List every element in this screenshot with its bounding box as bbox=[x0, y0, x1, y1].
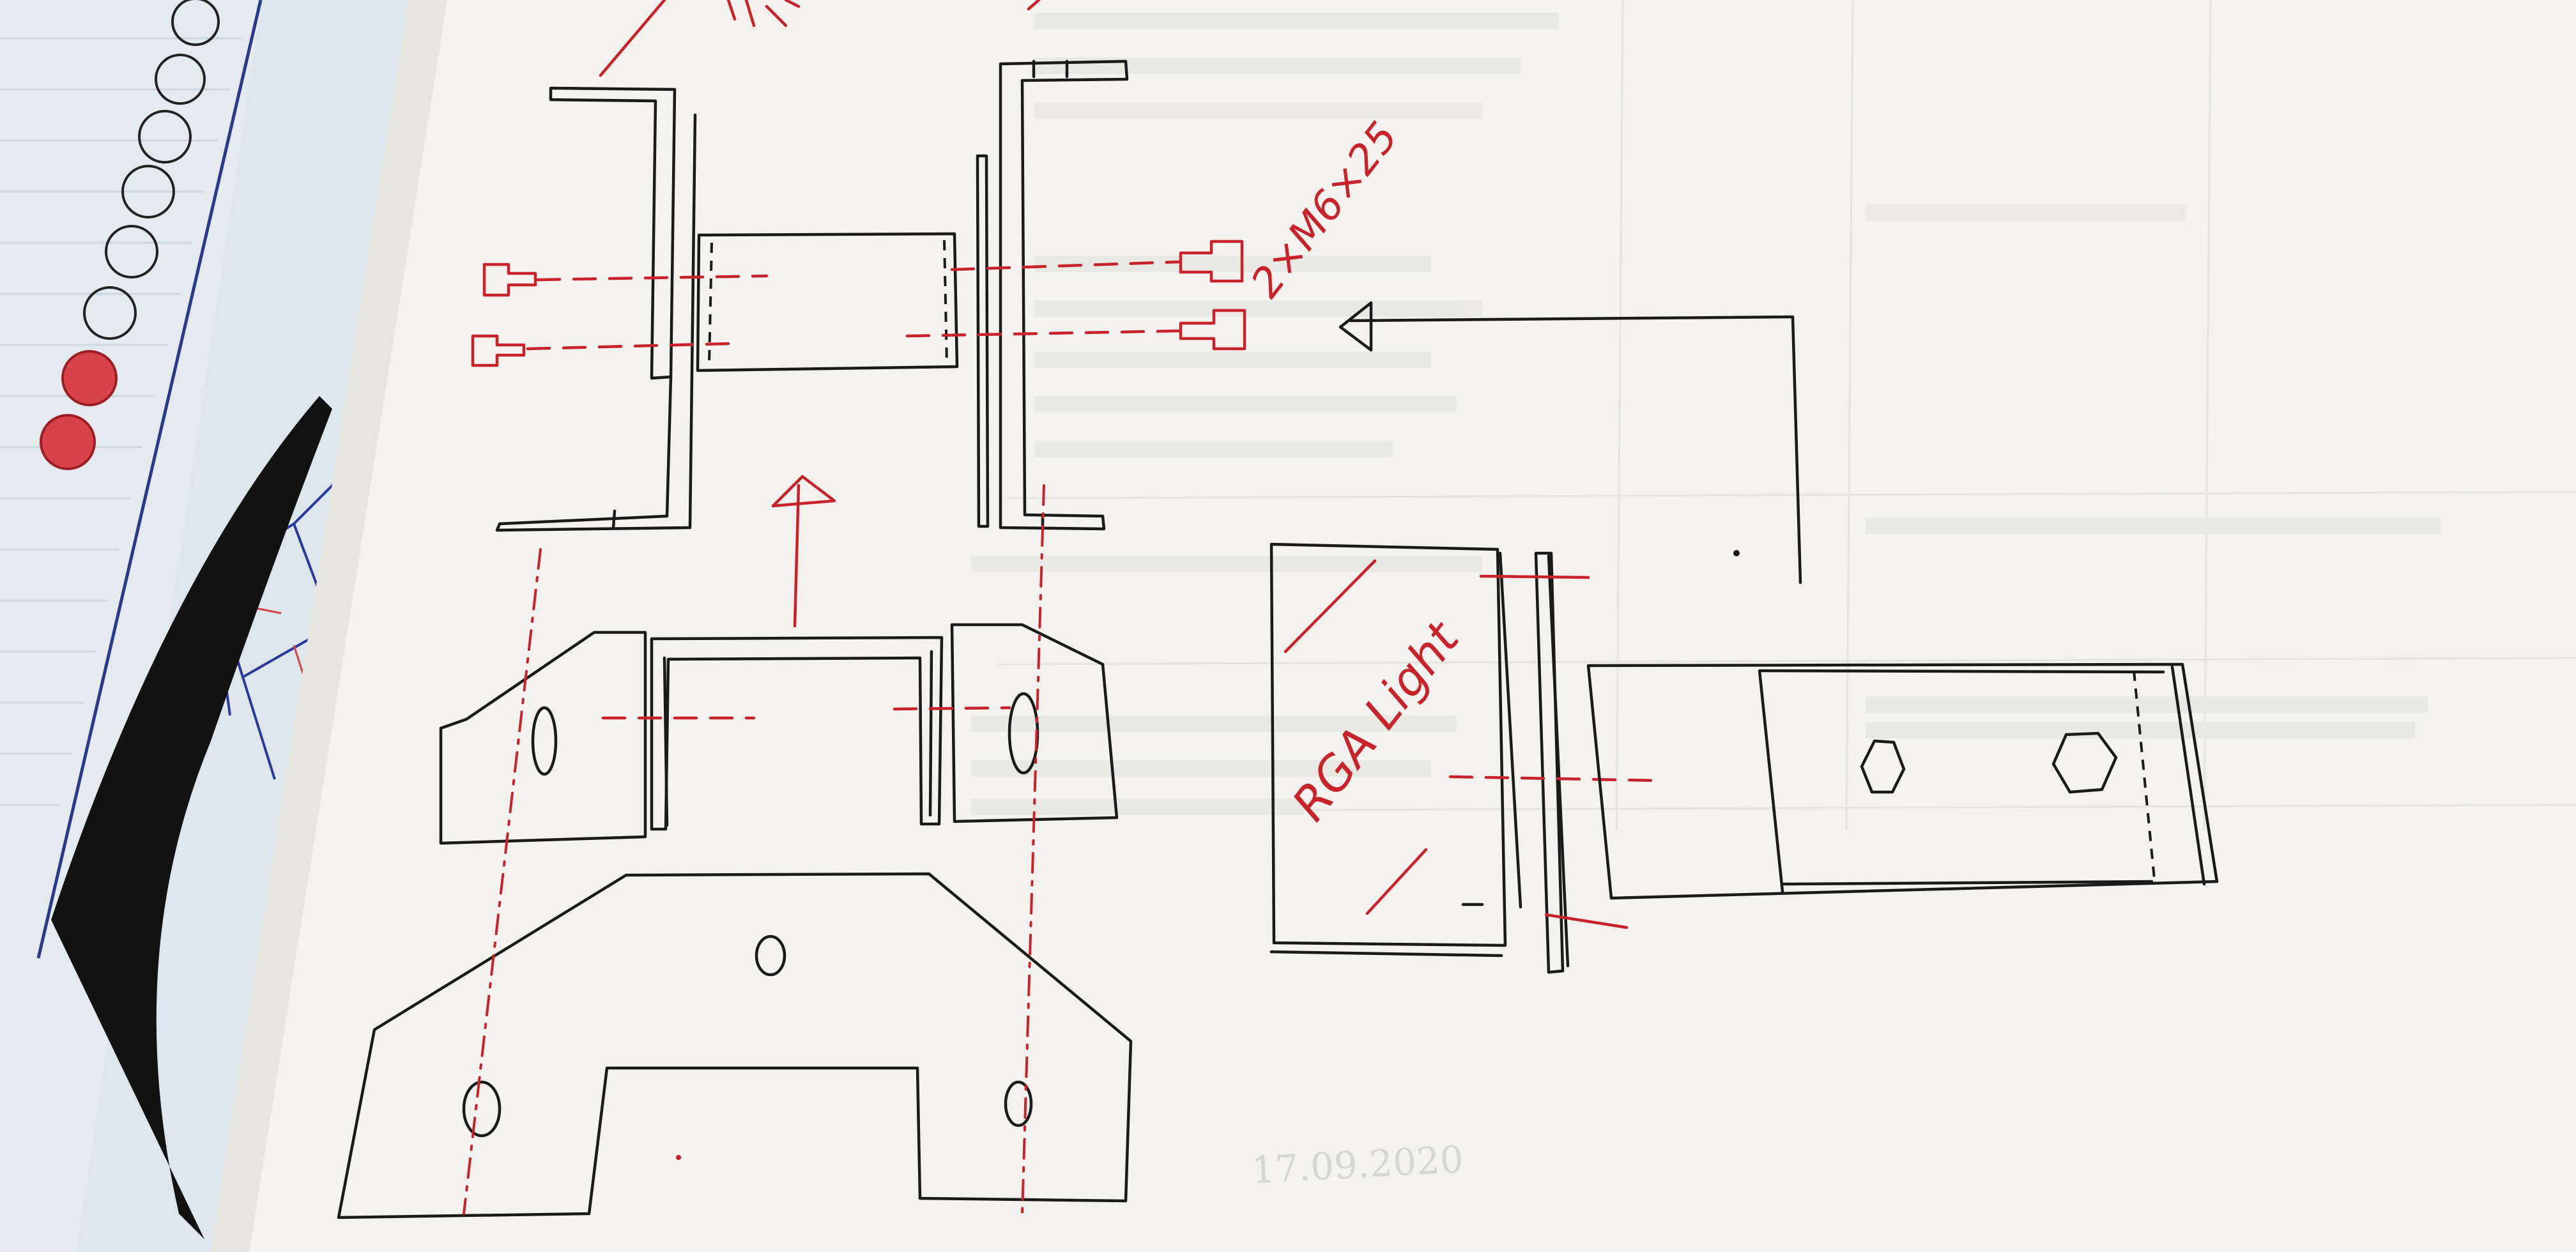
form-text-block bbox=[971, 715, 1457, 732]
paper-edge-shadow bbox=[211, 0, 447, 1252]
side-view-assembly bbox=[471, 0, 1246, 532]
pointer-line bbox=[1349, 315, 1802, 584]
center-block-hidden-edge bbox=[943, 240, 948, 365]
form-text-block bbox=[1035, 13, 1559, 29]
housing-hole-left bbox=[1860, 739, 1906, 794]
up-arrow-shaft bbox=[793, 484, 801, 628]
notebook-margin-line bbox=[36, 0, 263, 959]
form-text-block bbox=[971, 556, 1482, 572]
cropped-red-text bbox=[726, 0, 801, 27]
hatch-line bbox=[1284, 559, 1377, 653]
mount-plate bbox=[1534, 551, 1565, 974]
light-box-side bbox=[1498, 551, 1522, 909]
housing-inner-base bbox=[1781, 880, 2154, 886]
right-tab-part bbox=[950, 623, 1119, 823]
bolt-right-upper bbox=[1179, 240, 1244, 283]
housing-hole-right bbox=[2051, 731, 2118, 794]
base-plate-left-hole bbox=[462, 1080, 502, 1138]
right-bracket bbox=[999, 59, 1129, 531]
form-text-block bbox=[1035, 396, 1457, 413]
form-text-block bbox=[1866, 696, 2428, 713]
marker-stroke bbox=[51, 396, 332, 1239]
bolt-axis-lower-right bbox=[905, 329, 1181, 338]
checkbox-circle bbox=[138, 110, 192, 164]
form-text-block bbox=[1866, 517, 2441, 534]
form-text-block bbox=[1035, 57, 1521, 74]
pointer-arrowhead bbox=[1338, 301, 1373, 352]
checkbox-circle bbox=[121, 165, 175, 218]
mount-plate-red-bottom bbox=[1544, 913, 1629, 929]
mount-plate-edge bbox=[1547, 554, 1570, 968]
form-line bbox=[1615, 0, 1624, 831]
base-plate-center-hole bbox=[755, 935, 786, 977]
tab-axis-right bbox=[893, 706, 1011, 711]
center-block-hidden-edge bbox=[708, 242, 713, 365]
bolt-axis-upper-left bbox=[536, 274, 769, 282]
checkbox-circle bbox=[171, 0, 220, 46]
checked-circle bbox=[40, 414, 96, 470]
notebook bbox=[0, 0, 409, 1252]
hatch-line bbox=[1365, 848, 1428, 915]
form-text-block bbox=[971, 760, 1431, 777]
leader-line-top-right bbox=[1027, 0, 1041, 11]
housing-inner-top bbox=[1759, 669, 2165, 674]
bolt-right-lower bbox=[1179, 309, 1246, 351]
form-line bbox=[1009, 491, 2576, 500]
base-plate-dot bbox=[676, 1155, 681, 1160]
left-tab-part bbox=[439, 630, 647, 845]
form-line bbox=[1845, 0, 1854, 831]
checked-circle bbox=[61, 350, 118, 406]
up-arrow-head bbox=[771, 475, 836, 508]
leader-line-top bbox=[599, 0, 666, 77]
left-bracket-mark bbox=[611, 509, 617, 530]
left-tab-hole bbox=[531, 706, 558, 776]
checkbox-circle bbox=[105, 225, 158, 279]
housing-divider bbox=[1758, 669, 1784, 894]
mount-plate-red-top bbox=[1479, 574, 1590, 579]
housing-outer bbox=[1586, 662, 2219, 900]
light-box bbox=[1269, 542, 1507, 947]
form-text-block bbox=[971, 798, 1303, 815]
u-channel-inner bbox=[663, 650, 933, 827]
faded-form bbox=[971, 0, 2576, 831]
left-bracket-vertical bbox=[549, 86, 677, 380]
bolt-left-lower bbox=[471, 334, 526, 367]
base-plate bbox=[337, 872, 1133, 1219]
bolt-axis-upper-right bbox=[950, 260, 1181, 271]
form-line bbox=[996, 657, 2576, 666]
paper-sheet bbox=[211, 0, 2576, 1252]
form-line bbox=[2203, 0, 2212, 831]
left-bracket-lower bbox=[495, 113, 697, 532]
alignment-line-right bbox=[1021, 484, 1045, 1215]
light-box-base bbox=[1269, 950, 1503, 958]
right-bracket-plate bbox=[976, 154, 990, 528]
u-channel-outer bbox=[650, 636, 944, 831]
checkbox-circle bbox=[83, 286, 137, 340]
form-text-block bbox=[1866, 204, 2185, 221]
checkbox-circle bbox=[155, 54, 206, 105]
center-block bbox=[696, 232, 959, 372]
bolt-left-upper bbox=[482, 263, 537, 297]
small-dot bbox=[1733, 550, 1740, 556]
light-assembly bbox=[1269, 301, 2219, 974]
form-text-block bbox=[1035, 351, 1431, 368]
alignment-line-left bbox=[463, 548, 542, 1215]
form-text-block bbox=[1035, 300, 1482, 317]
housing-end bbox=[2170, 665, 2206, 886]
form-text-block bbox=[1035, 441, 1393, 457]
front-view-parts bbox=[337, 475, 1133, 1219]
base-plate-right-hole bbox=[1004, 1080, 1033, 1127]
form-text-block bbox=[1035, 102, 1482, 119]
mount-axis bbox=[1448, 775, 1663, 782]
